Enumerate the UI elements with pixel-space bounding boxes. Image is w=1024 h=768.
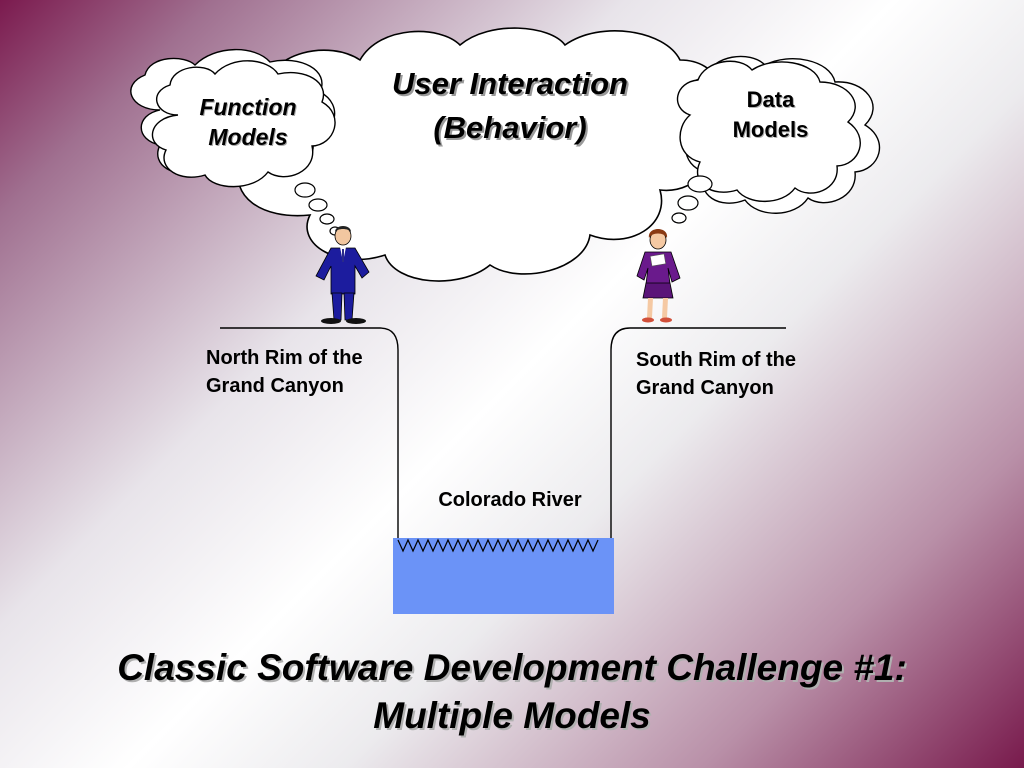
river-waves	[397, 538, 599, 553]
thought-bubble	[308, 198, 328, 212]
slide-title-line-2: Multiple Models	[373, 695, 651, 736]
man-figure	[315, 226, 370, 324]
south-rim-line-1: South Rim of the	[636, 349, 796, 371]
data-models-line-1: Data	[746, 87, 795, 112]
thought-bubble	[319, 213, 335, 225]
south-rim-line-2: Grand Canyon	[636, 377, 774, 399]
data-models-label: Data Models	[698, 85, 843, 145]
north-rim-label: North Rim of the Grand Canyon	[206, 344, 406, 400]
thought-bubble	[687, 175, 713, 193]
south-rim-label: South Rim of the Grand Canyon	[636, 346, 846, 402]
north-rim-line	[220, 327, 399, 548]
behavior-cloud-label: User Interaction (Behavior)	[345, 62, 675, 150]
thought-bubble	[677, 195, 699, 211]
north-rim-line-2: Grand Canyon	[206, 375, 344, 397]
data-models-line-2: Models	[732, 117, 809, 142]
function-models-label: Function Models	[168, 92, 328, 152]
woman-figure	[636, 229, 681, 323]
function-models-line-2: Models	[208, 124, 288, 150]
river-label: Colorado River	[438, 489, 582, 511]
north-rim-line-1: North Rim of the	[206, 347, 363, 369]
behavior-line-1: User Interaction	[391, 66, 628, 101]
thought-bubble	[294, 182, 316, 198]
slide-title: Classic Software Development Challenge #…	[40, 644, 984, 740]
thought-bubble	[671, 212, 687, 224]
function-models-line-1: Function	[199, 94, 297, 120]
south-rim-line	[610, 327, 786, 548]
slide-title-line-1: Classic Software Development Challenge #…	[117, 647, 907, 688]
behavior-line-2: (Behavior)	[433, 110, 587, 145]
function-models-cloud	[151, 60, 336, 188]
